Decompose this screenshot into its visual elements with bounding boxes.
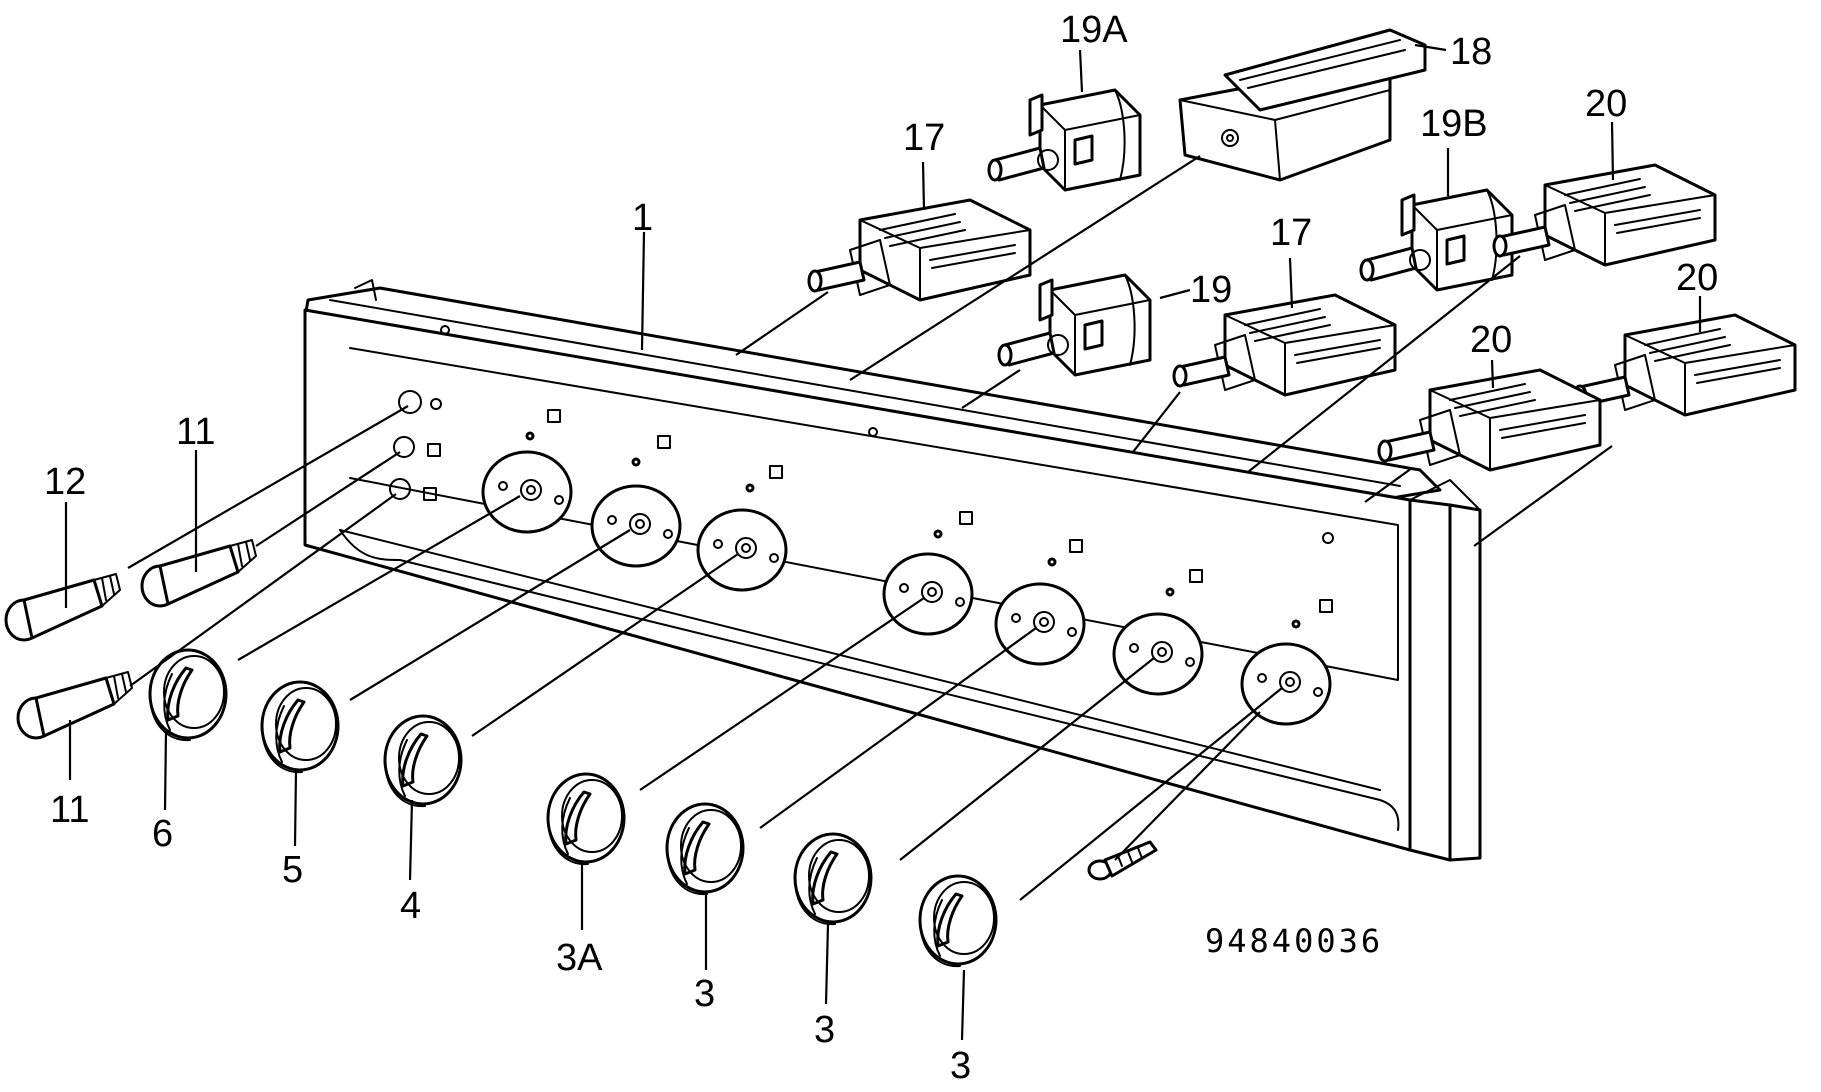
knob-3-first bbox=[665, 802, 745, 896]
switch-18 bbox=[1178, 28, 1427, 182]
label-19b: 19B bbox=[1420, 103, 1488, 145]
bezel-3-second bbox=[1112, 612, 1204, 696]
bezel-5 bbox=[590, 484, 682, 568]
leader-lines bbox=[127, 155, 1613, 901]
knob-3-second bbox=[793, 832, 873, 926]
label-3-second: 3 bbox=[814, 1009, 835, 1051]
switch-19b bbox=[1359, 188, 1514, 292]
label-17-left: 17 bbox=[903, 117, 945, 159]
switch-19a bbox=[987, 88, 1142, 192]
label-pointers bbox=[64, 43, 1702, 1041]
bezel-3-first bbox=[994, 582, 1086, 666]
bezel-3a bbox=[882, 552, 974, 636]
label-11-bottom: 11 bbox=[50, 789, 89, 831]
knob-3-third bbox=[918, 874, 998, 968]
drawing-number: 94840036 bbox=[1205, 922, 1383, 960]
label-3-third: 3 bbox=[950, 1045, 971, 1087]
label-20-bottom: 20 bbox=[1470, 319, 1512, 361]
label-18: 18 bbox=[1450, 31, 1492, 73]
label-19a: 19A bbox=[1060, 9, 1128, 51]
label-19: 19 bbox=[1190, 269, 1232, 311]
label-1: 1 bbox=[632, 197, 653, 239]
bezel-6 bbox=[481, 450, 573, 534]
switch-19 bbox=[997, 273, 1152, 377]
label-11-top: 11 bbox=[176, 411, 215, 453]
lamp-12 bbox=[4, 572, 122, 642]
label-4: 4 bbox=[400, 885, 421, 927]
screw bbox=[1087, 840, 1158, 881]
control-panel bbox=[303, 279, 1482, 862]
switch-20-bottom bbox=[1377, 368, 1602, 472]
bezel-4 bbox=[696, 508, 788, 592]
label-17-right: 17 bbox=[1270, 212, 1312, 254]
lamp-11-bottom bbox=[16, 670, 134, 740]
knob-4 bbox=[383, 714, 463, 808]
knob-5 bbox=[260, 680, 340, 774]
label-6: 6 bbox=[152, 813, 173, 855]
switch-20-top bbox=[1492, 163, 1717, 267]
bezel-3-third bbox=[1240, 642, 1332, 726]
switch-20-right bbox=[1572, 313, 1797, 417]
label-12: 12 bbox=[44, 461, 86, 503]
label-20-right: 20 bbox=[1676, 257, 1718, 299]
label-3-first: 3 bbox=[694, 973, 715, 1015]
label-3a: 3A bbox=[556, 937, 603, 979]
label-5: 5 bbox=[282, 849, 303, 891]
label-20-top: 20 bbox=[1585, 83, 1627, 125]
knob-3a bbox=[546, 772, 626, 866]
